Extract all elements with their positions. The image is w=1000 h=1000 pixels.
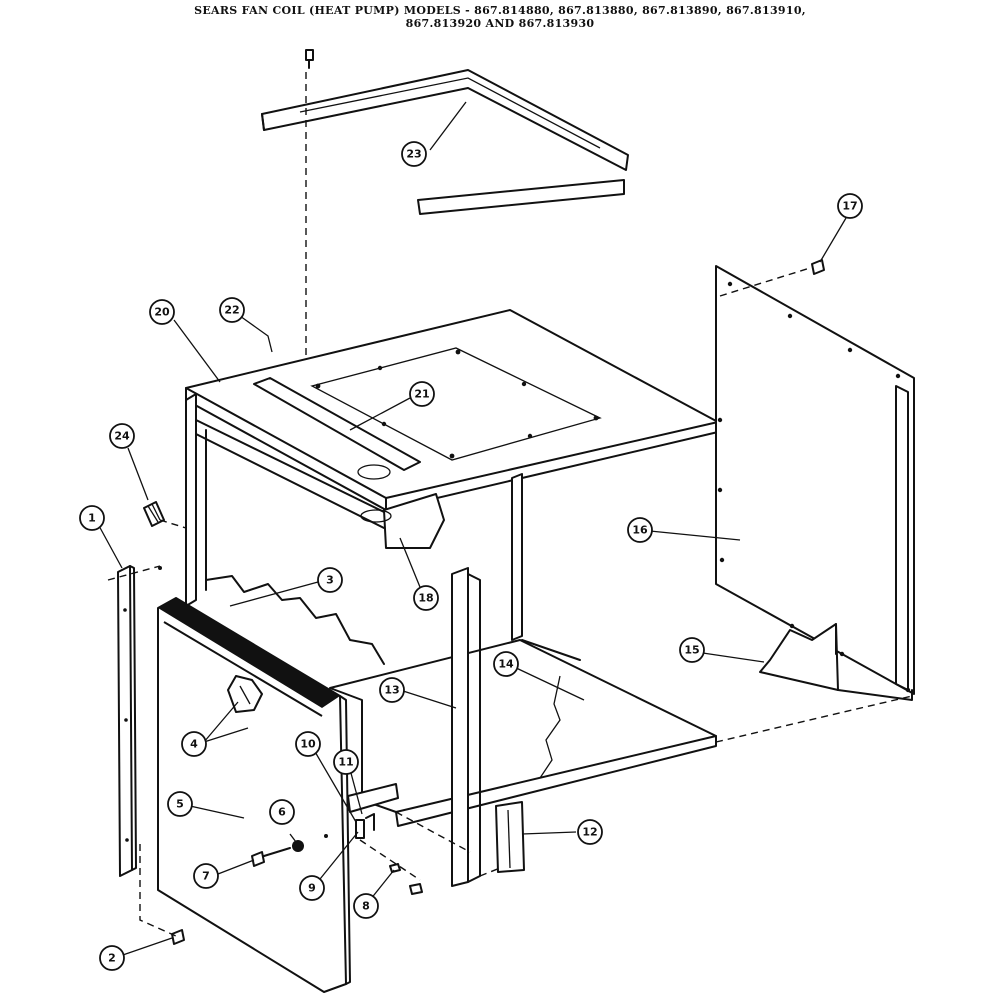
callout-label: 1 <box>88 512 96 525</box>
part-15-insulation <box>759 623 913 701</box>
part-9-10-11-latch <box>347 783 399 839</box>
part-17-screw <box>811 259 825 275</box>
part-16-side-panel <box>715 265 915 695</box>
part-2-screw <box>171 929 185 945</box>
callout-3: 3 <box>317 567 343 593</box>
callout-23: 23 <box>401 141 427 167</box>
callout-label: 2 <box>108 952 116 965</box>
callout-label: 24 <box>114 430 130 443</box>
callout-label: 4 <box>190 738 198 751</box>
assembly-dashed-lines <box>107 267 913 937</box>
callout-label: 8 <box>362 900 370 913</box>
callout-label: 18 <box>418 592 433 605</box>
top-screw <box>305 49 314 380</box>
callout-label: 16 <box>632 524 648 537</box>
part-24-fitting <box>143 501 165 527</box>
callout-label: 13 <box>384 684 399 697</box>
callout-6: 6 <box>269 799 295 825</box>
callout-label: 22 <box>224 304 239 317</box>
callout-15: 15 <box>679 637 705 663</box>
title-line-2: 867.813920 AND 867.813930 <box>405 17 595 30</box>
callout-7: 7 <box>193 863 219 889</box>
callout-label: 10 <box>300 738 316 751</box>
title-line-1: SEARS FAN COIL (HEAT PUMP) MODELS - 867.… <box>194 4 806 17</box>
callout-8: 8 <box>353 893 379 919</box>
callout-label: 5 <box>176 798 184 811</box>
callout-16: 16 <box>627 517 653 543</box>
part-13-front-channel <box>451 567 481 887</box>
callout-24: 24 <box>109 423 135 449</box>
callout-label: 9 <box>308 882 316 895</box>
callout-21: 21 <box>409 381 435 407</box>
callout-label: 11 <box>338 756 353 769</box>
callout-9: 9 <box>299 875 325 901</box>
part-23-top-frame <box>261 69 629 215</box>
callout-17: 17 <box>837 193 863 219</box>
part-20-cabinet-frame <box>185 309 719 665</box>
callout-22: 22 <box>219 297 245 323</box>
callout-5: 5 <box>167 791 193 817</box>
part-18-drain-pan <box>360 493 445 549</box>
callout-label: 3 <box>326 574 334 587</box>
callout-13: 13 <box>379 677 405 703</box>
callout-label: 14 <box>498 658 514 671</box>
callout-20: 20 <box>149 299 175 325</box>
callout-label: 7 <box>202 870 210 883</box>
callout-12: 12 <box>577 819 603 845</box>
callout-label: 20 <box>154 306 170 319</box>
callout-label: 23 <box>406 148 421 161</box>
callout-1: 1 <box>79 505 105 531</box>
callout-2: 2 <box>99 945 125 971</box>
diagram-title: SEARS FAN COIL (HEAT PUMP) MODELS - 867.… <box>0 4 1000 30</box>
part-1-side-rail <box>117 565 137 877</box>
callout-4: 4 <box>181 731 207 757</box>
callout-label: 12 <box>582 826 597 839</box>
part-5-front-panel <box>157 597 351 993</box>
part-12-strip <box>495 801 525 873</box>
callout-label: 17 <box>842 200 857 213</box>
callout-label: 15 <box>684 644 699 657</box>
part-8-screw <box>389 863 423 895</box>
callout-11: 11 <box>333 749 359 775</box>
callout-label: 21 <box>414 388 429 401</box>
leader-lines <box>97 101 847 957</box>
part-7-screw <box>251 847 291 867</box>
callout-10: 10 <box>295 731 321 757</box>
callout-label: 6 <box>278 806 286 819</box>
callout-18: 18 <box>413 585 439 611</box>
callout-14: 14 <box>493 651 519 677</box>
